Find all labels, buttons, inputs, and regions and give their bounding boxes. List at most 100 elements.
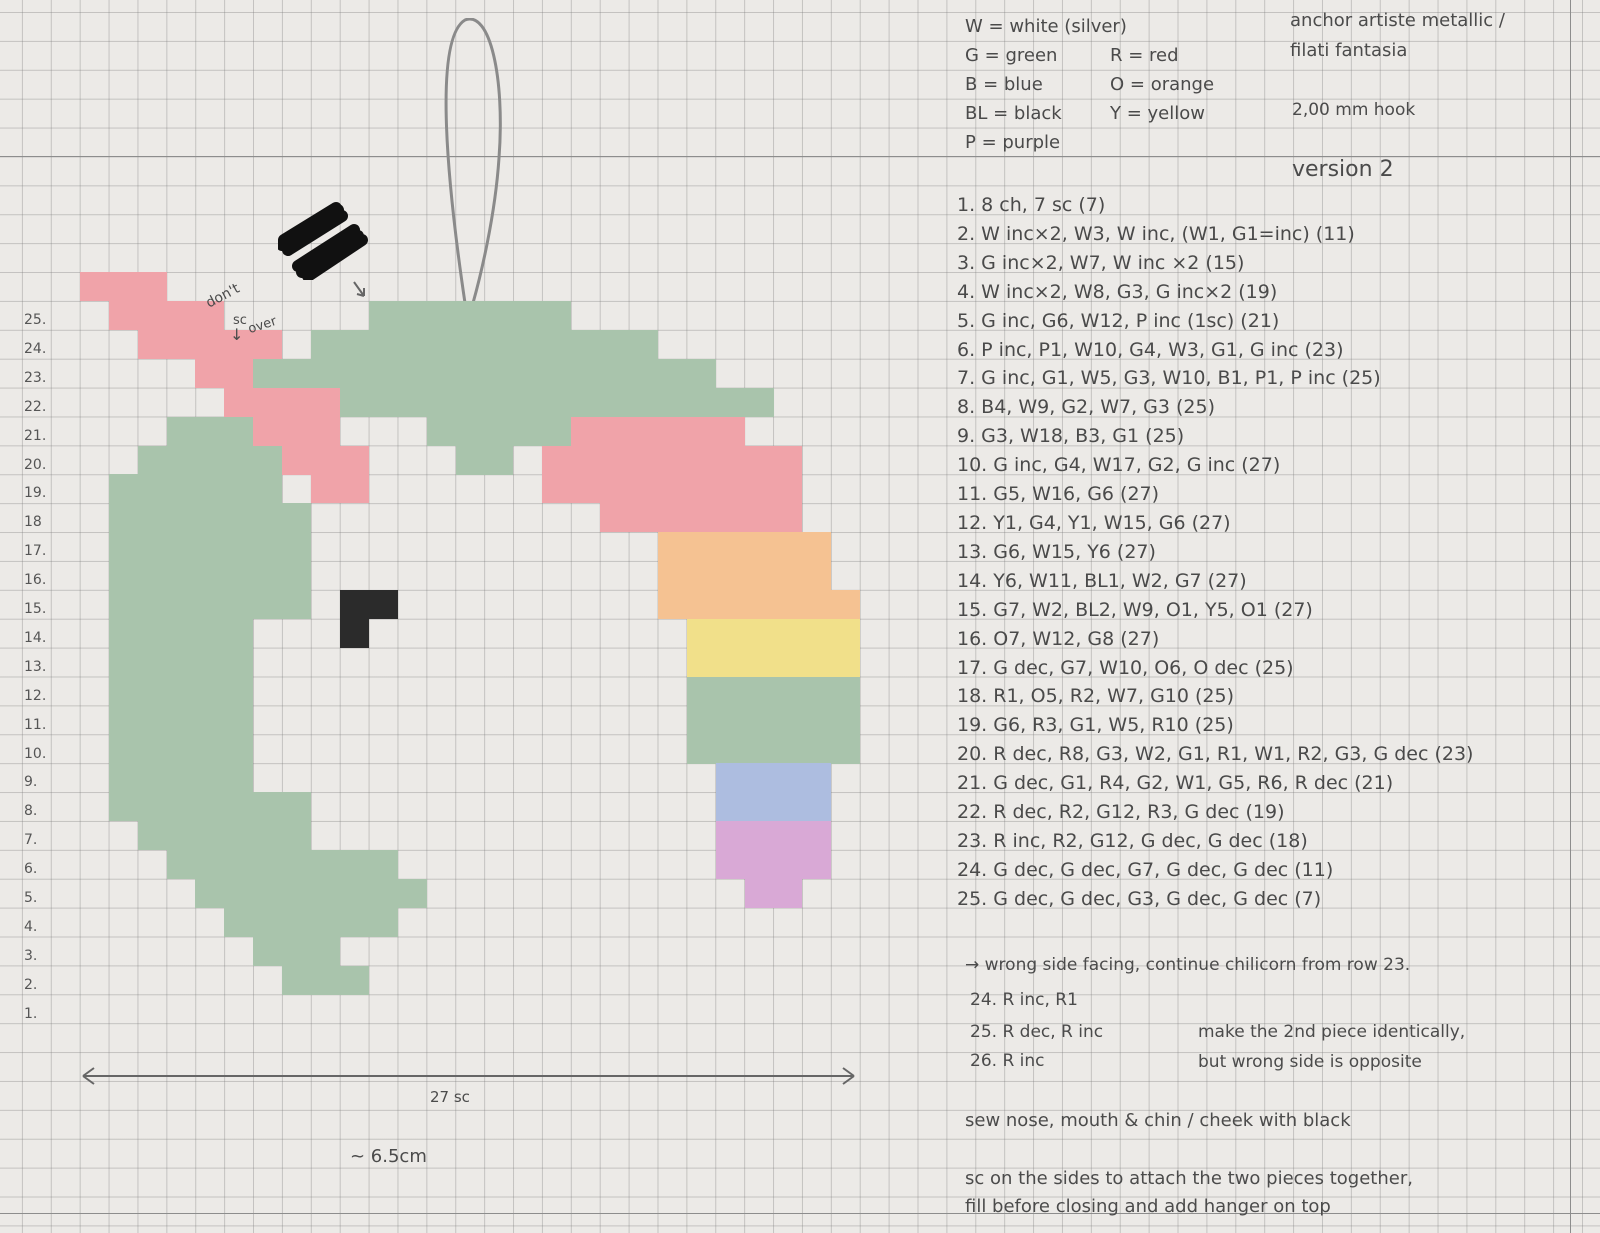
mane-cell [715,821,745,851]
ring-cell [368,850,398,880]
mane-cell [715,676,745,706]
ring-cell [224,503,254,533]
mane-cell [542,474,572,504]
eye-cell [368,590,398,619]
down-arrow-icon: ↓ [230,325,244,344]
ring-cell [166,590,196,619]
ring-cell [368,387,398,417]
row-number: 1. [24,1005,38,1022]
mane-cell [773,763,803,793]
ring-cell [397,387,427,417]
ring-cell [484,387,514,417]
ring-cell [224,445,254,475]
ring-cell [195,763,225,793]
ring-cell [108,474,138,504]
horn-cell [339,445,369,475]
mane-cell [802,734,832,764]
instruction-row: 24. G dec, G dec, G7, G dec, G dec (11) [957,858,1334,881]
mane-cell [686,503,716,533]
horn-cell [311,445,340,475]
ring-cell [108,676,138,706]
instruction-row: 8. B4, W9, G2, W7, G3 (25) [957,396,1216,419]
mane-cell [715,792,745,822]
arrow-mark [353,281,365,297]
row-number: 3. [24,947,38,964]
mane-cell [773,676,803,706]
ring-cell [282,532,312,562]
ring-cell [195,532,225,562]
ring-cell [339,965,369,995]
ring-cell [166,416,196,446]
horn-cell [137,329,167,359]
mane-cell [686,590,716,619]
mane-cell [686,705,716,735]
row-number: 21. [24,427,47,444]
ring-cell [137,705,167,735]
ring-cell [455,301,485,330]
ring-cell [166,445,196,475]
mane-cell [657,503,687,533]
ring-cell [166,647,196,677]
ring-cell [282,561,312,591]
horn-cell [339,474,369,504]
mane-cell [773,445,803,475]
mane-cell [744,445,774,475]
ring-cell [397,879,427,908]
mane-cell [686,647,716,677]
ring-cell [600,387,629,417]
ring-cell [542,416,572,446]
ring-cell [686,387,716,417]
horn-cell [253,416,283,446]
ring-cell [108,618,138,648]
ring-cell [253,503,283,533]
ring-cell [224,676,254,706]
row-number: 20. [24,456,47,473]
ring-cell [628,387,658,417]
mane-cell [744,792,774,822]
row-number: 13. [24,658,47,675]
mane-cell [802,792,832,822]
ring-cell [339,879,369,908]
ring-cell [542,358,572,388]
ring-cell [253,821,283,851]
ring-cell [224,879,254,908]
horn-cell [282,387,312,417]
mane-cell [773,474,803,504]
instruction-row: 18. R1, O5, R2, W7, G10 (25) [957,685,1235,708]
ring-cell [108,503,138,533]
width-arrow-drawing [82,1067,855,1085]
ring-cell [311,850,340,880]
ring-cell [195,416,225,446]
ring-cell [253,532,283,562]
sew-note: sew nose, mouth & chin / cheek with blac… [965,1110,1351,1131]
ring-cell [715,387,745,417]
mane-cell [686,618,716,648]
ring-cell [484,416,514,446]
second-piece-note: make the 2nd piece identically, [1198,1022,1466,1042]
ring-cell [224,618,254,648]
ring-cell [224,561,254,591]
mane-cell [831,676,861,706]
instruction-row: 1. 8 ch, 7 sc (7) [957,194,1106,216]
horn-cell [282,445,312,475]
legend-purple: P = purple [965,132,1061,153]
ring-cell [455,329,485,359]
ring-cell [686,358,716,388]
mane-cell [600,416,629,446]
instruction-row: 25. G dec, G dec, G3, G dec, G dec (7) [957,887,1322,910]
ring-cell [224,416,254,446]
horn-cell [195,358,225,388]
ring-cell [195,590,225,619]
ring-cell [137,676,167,706]
ring-cell [542,329,572,359]
horn-cell [137,272,167,302]
ring-cell [108,647,138,677]
ring-cell [195,821,225,851]
instruction-row: 7. G inc, G1, W5, G3, W10, B1, P1, P inc… [957,367,1381,390]
ring-cell [195,474,225,504]
ring-cell [108,590,138,619]
ring-cell [224,792,254,822]
horn-cell [224,387,254,417]
ring-cell [224,532,254,562]
ring-cell [571,358,601,388]
